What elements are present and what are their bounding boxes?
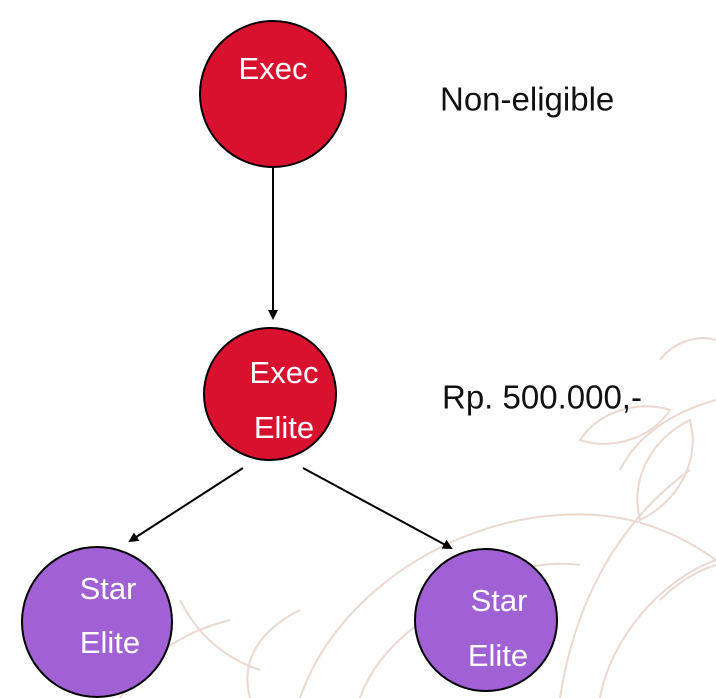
node-star-elite-right: Star Elite: [414, 548, 558, 692]
edges: [128, 166, 453, 549]
node-star-elite-right-label-line1: Star: [471, 583, 528, 618]
annotation-exec-elite-amount: Rp. 500.000,-: [442, 379, 642, 416]
node-star-elite-left-label-line2: Elite: [80, 625, 140, 660]
node-star-elite-right-label-line2: Elite: [468, 638, 528, 673]
node-star-elite-left-label-line1: Star: [80, 571, 137, 606]
annotation-non-eligible: Non-eligible: [440, 81, 614, 118]
node-exec-elite-label-line1: Exec: [250, 355, 319, 390]
node-exec-elite-circle: [203, 327, 337, 461]
edge-exec-elite-to-star-elite-left: [128, 467, 244, 543]
node-exec-elite: Exec Elite: [203, 327, 337, 461]
node-star-elite-left-circle: [21, 546, 173, 698]
node-exec-label: Exec: [239, 51, 308, 86]
node-exec-circle: [199, 20, 347, 168]
edge-exec-elite-to-star-elite-right: [302, 467, 453, 549]
node-exec: Exec: [199, 20, 347, 168]
node-star-elite-right-circle: [414, 548, 558, 692]
node-star-elite-left: Star Elite: [21, 546, 173, 698]
node-exec-elite-label-line2: Elite: [254, 410, 314, 445]
